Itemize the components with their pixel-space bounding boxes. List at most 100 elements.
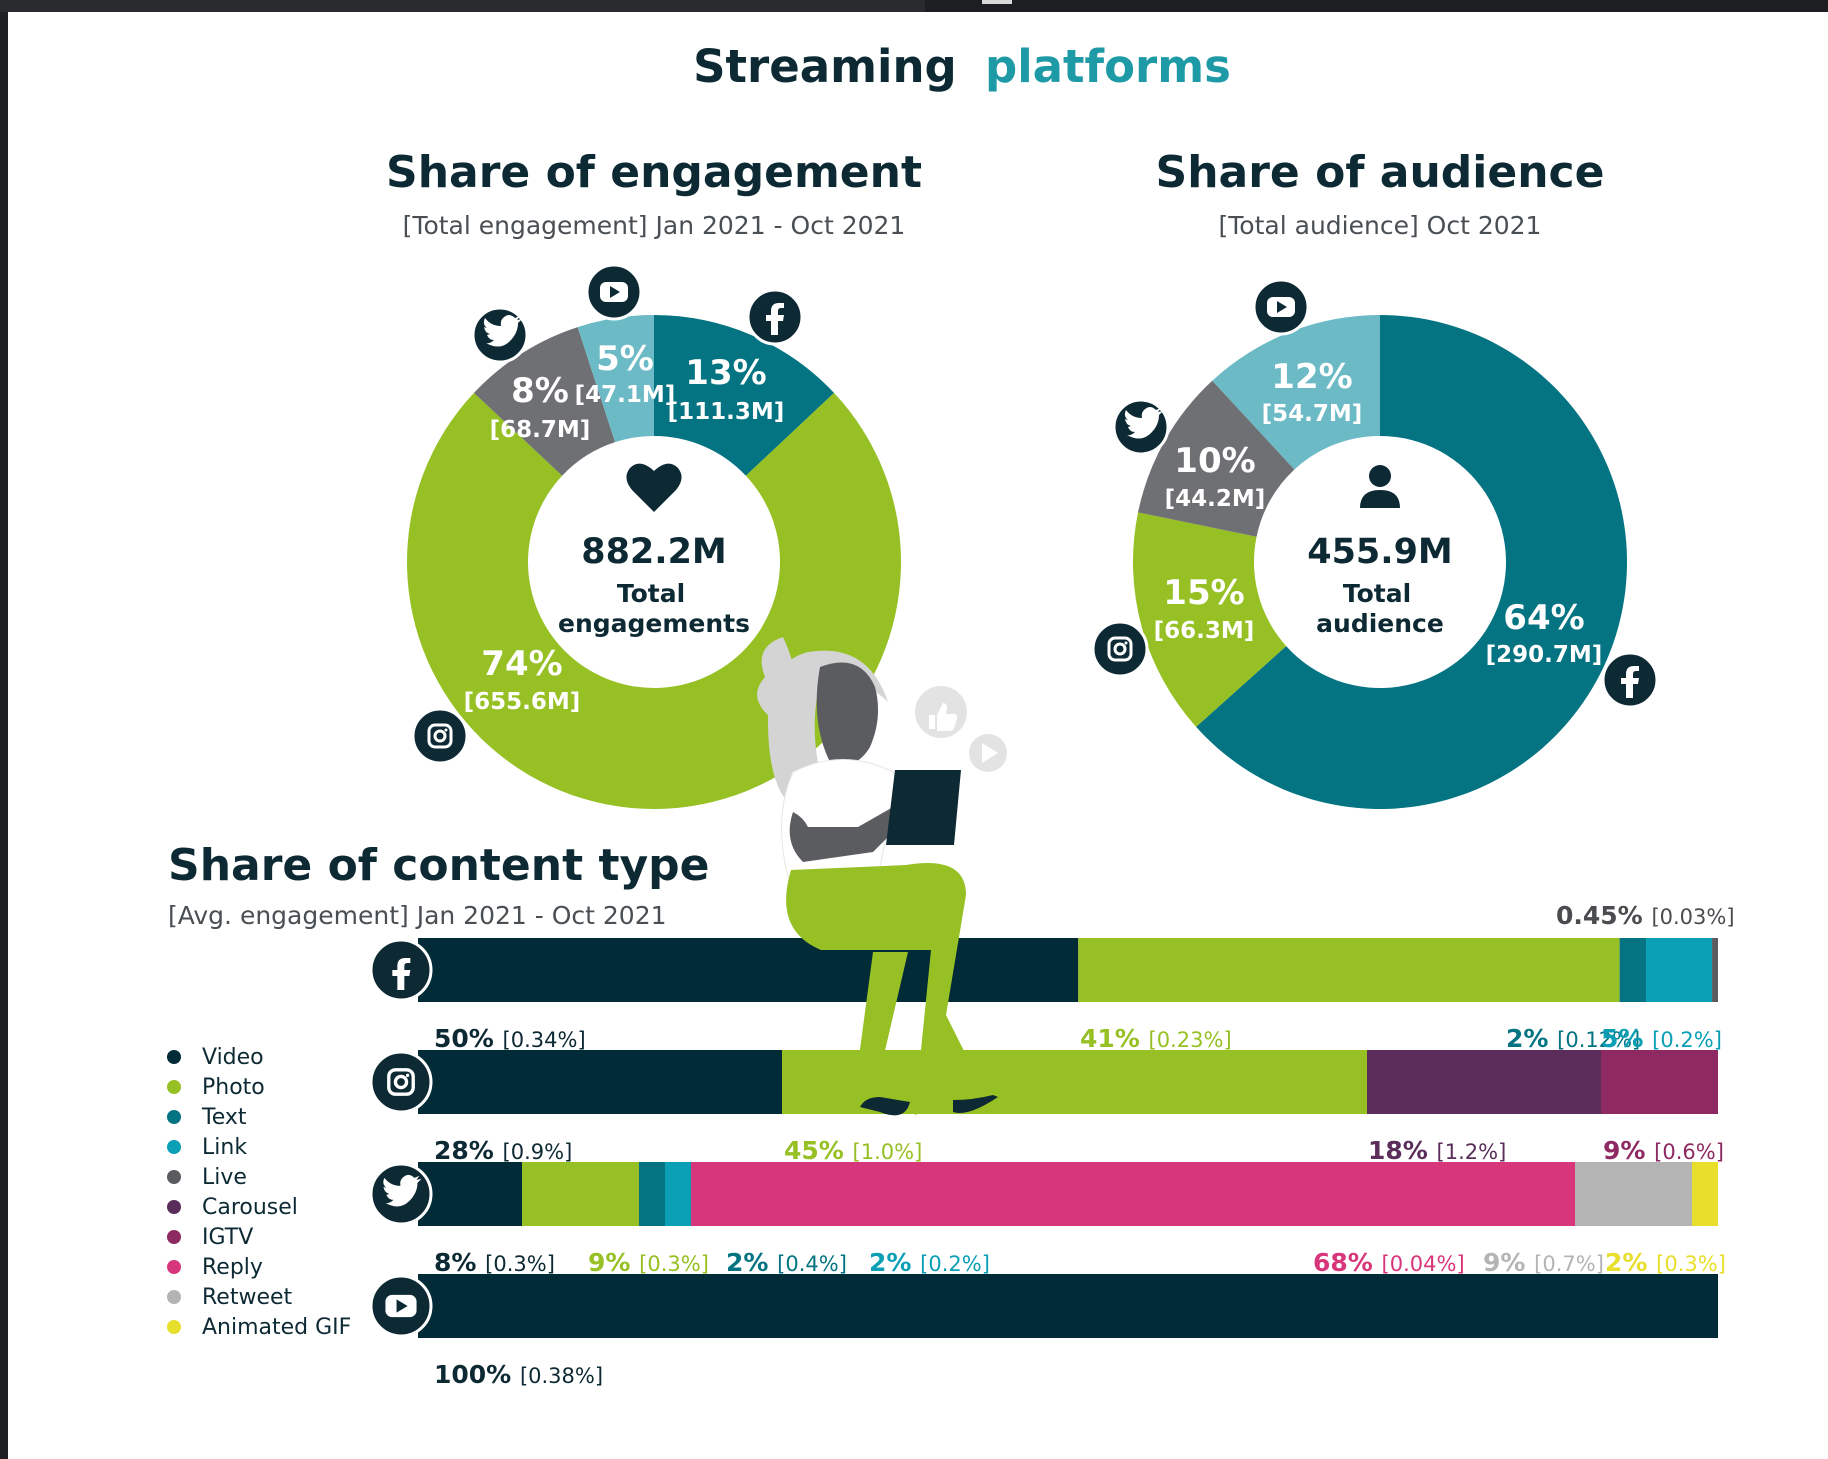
shoe-left: [860, 1097, 910, 1116]
top-bar-left: [0, 0, 925, 12]
facebook-icon: [369, 938, 433, 1002]
twitter-icon: [1112, 398, 1170, 456]
engagement-subtitle: [Total engagement] Jan 2021 - Oct 2021: [403, 211, 906, 240]
legend-dot-live: [167, 1170, 181, 1184]
audience-total-label-2: audience: [1316, 609, 1444, 638]
window-top-bar: [0, 0, 1828, 12]
donut-engagement-pct-label-instagram: 74%: [481, 644, 562, 684]
infographic-sheet: Streaming platforms Share of engagement …: [8, 12, 1828, 1459]
bar-label-youtube-video: 100% [0.38%]: [434, 1360, 603, 1389]
bar-label-instagram-carousel: 18% [1.2%]: [1368, 1136, 1506, 1165]
donut-audience-pct-label-twitter: 10%: [1174, 441, 1255, 481]
donut-audience-pct-label-facebook: 64%: [1503, 598, 1584, 638]
legend-label-retweet: Retweet: [202, 1285, 293, 1310]
bar-facebook-video: [418, 938, 1079, 1002]
audience-donut: 64%[290.7M]15%[66.3M]10%[44.2M]12%[54.7M…: [1133, 315, 1627, 809]
bar-label-twitter-text: 2% [0.4%]: [726, 1248, 847, 1277]
donut-audience-value-label-instagram: [66.3M]: [1154, 618, 1255, 644]
bar-label-facebook-photo: 41% [0.23%]: [1080, 1024, 1232, 1053]
legend-label-text: Text: [201, 1105, 247, 1130]
shoe-right: [953, 1095, 998, 1113]
legend-dot-link: [167, 1140, 181, 1154]
donut-audience-pct-label-youtube: 12%: [1271, 357, 1352, 397]
bar-label-instagram-photo: 45% [1.0%]: [784, 1136, 922, 1165]
bar-twitter-reply: [691, 1162, 1575, 1226]
legend-label-video: Video: [202, 1045, 264, 1070]
facebook-icon: [746, 288, 804, 346]
bar-instagram-video: [418, 1050, 782, 1114]
bar-label-twitter-reply: 68% [0.04%]: [1313, 1248, 1465, 1277]
donut-engagement-pct-label-youtube: 5%: [596, 339, 654, 379]
play-glyph: [982, 743, 998, 763]
bar-youtube-video: [418, 1274, 1718, 1338]
legend-dot-reply: [167, 1260, 181, 1274]
bar-twitter-text: [639, 1162, 665, 1226]
bar-label-facebook-link: 5% [0.2%]: [1601, 1024, 1722, 1053]
donut-engagement-value-label-facebook: [111.3M]: [668, 399, 785, 425]
legend-label-live: Live: [202, 1165, 247, 1190]
bar-twitter-retweet: [1575, 1162, 1692, 1226]
bar-label-twitter-animated_gif: 2% [0.3%]: [1605, 1248, 1726, 1277]
bar-facebook-photo: [1078, 938, 1620, 1002]
engagement-center: 882.2M Total engagements: [558, 463, 750, 638]
content-type-subtitle: [Avg. engagement] Jan 2021 - Oct 2021: [168, 901, 667, 930]
bar-label-twitter-link: 2% [0.2%]: [869, 1248, 990, 1277]
bar-label-instagram-igtv: 9% [0.6%]: [1603, 1136, 1724, 1165]
bar-label-facebook-text: 2% [0.12%]: [1506, 1024, 1640, 1053]
donut-engagement-value-label-instagram: [655.6M]: [464, 689, 581, 715]
arm: [789, 807, 903, 862]
face: [816, 662, 879, 765]
bar-label-facebook-live: 0.45% [0.03%]: [1556, 901, 1735, 930]
pants: [786, 863, 976, 1115]
legend-label-igtv: IGTV: [202, 1225, 253, 1250]
legend-label-animated_gif: Animated GIF: [202, 1315, 351, 1340]
bar-twitter-link: [665, 1162, 691, 1226]
bar-twitter-animated_gif: [1692, 1162, 1718, 1226]
instagram-icon: [1091, 620, 1149, 678]
tablet: [886, 770, 961, 845]
engagement-total-label-1: Total: [617, 579, 685, 608]
person-icon: [1360, 465, 1400, 508]
bar-facebook-text: [1619, 938, 1647, 1002]
audience-title: Share of audience: [1156, 147, 1605, 198]
bar-label-twitter-retweet: 9% [0.7%]: [1483, 1248, 1604, 1277]
content-type-legend: VideoPhotoTextLinkLiveCarouselIGTVReplyR…: [167, 1045, 351, 1340]
thumbs-up-glyph: [929, 703, 958, 731]
donut-engagement-slice-twitter: [473, 327, 616, 476]
donut-engagement-slice-facebook: [654, 315, 835, 476]
audience-center: 455.9M Total audience: [1307, 465, 1453, 638]
donut-audience-value-label-youtube: [54.7M]: [1262, 401, 1363, 427]
twitter-icon: [471, 306, 529, 364]
donut-audience-slice-youtube: [1212, 315, 1380, 470]
donut-engagement-pct-label-facebook: 13%: [685, 353, 766, 393]
bar-facebook-link: [1646, 938, 1713, 1002]
legend-dot-animated_gif: [167, 1320, 181, 1334]
bar-label-instagram-video: 28% [0.9%]: [434, 1136, 572, 1165]
engagement-total-value: 882.2M: [581, 532, 727, 572]
audience-subtitle: [Total audience] Oct 2021: [1219, 211, 1542, 240]
donut-audience-value-label-facebook: [290.7M]: [1486, 642, 1603, 668]
legend-label-reply: Reply: [202, 1255, 263, 1280]
page-title-accent: platforms: [985, 40, 1231, 93]
content-type-title: Share of content type: [168, 840, 710, 891]
legend-dot-video: [167, 1050, 181, 1064]
bar-label-facebook-video: 50% [0.34%]: [434, 1024, 586, 1053]
youtube-icon: [585, 263, 643, 321]
platform-icons: [369, 263, 1659, 1338]
twitter-icon: [369, 1162, 433, 1226]
legend-dot-retweet: [167, 1290, 181, 1304]
donut-audience-value-label-twitter: [44.2M]: [1165, 486, 1266, 512]
bar-instagram-igtv: [1601, 1050, 1718, 1114]
donut-engagement-value-label-twitter: [68.7M]: [490, 417, 591, 443]
person-illustration: [757, 637, 1007, 1116]
youtube-icon: [369, 1274, 433, 1338]
audience-total-value: 455.9M: [1307, 532, 1453, 572]
bar-twitter-video: [418, 1162, 522, 1226]
bar-instagram-carousel: [1367, 1050, 1601, 1114]
engagement-total-label-2: engagements: [558, 609, 750, 638]
donut-audience-slice-instagram: [1133, 512, 1287, 727]
instagram-icon: [411, 707, 469, 765]
infographic-svg: Streaming platforms Share of engagement …: [167, 40, 1735, 1389]
top-bar-marker: [982, 0, 1012, 4]
heart-icon: [626, 463, 682, 512]
